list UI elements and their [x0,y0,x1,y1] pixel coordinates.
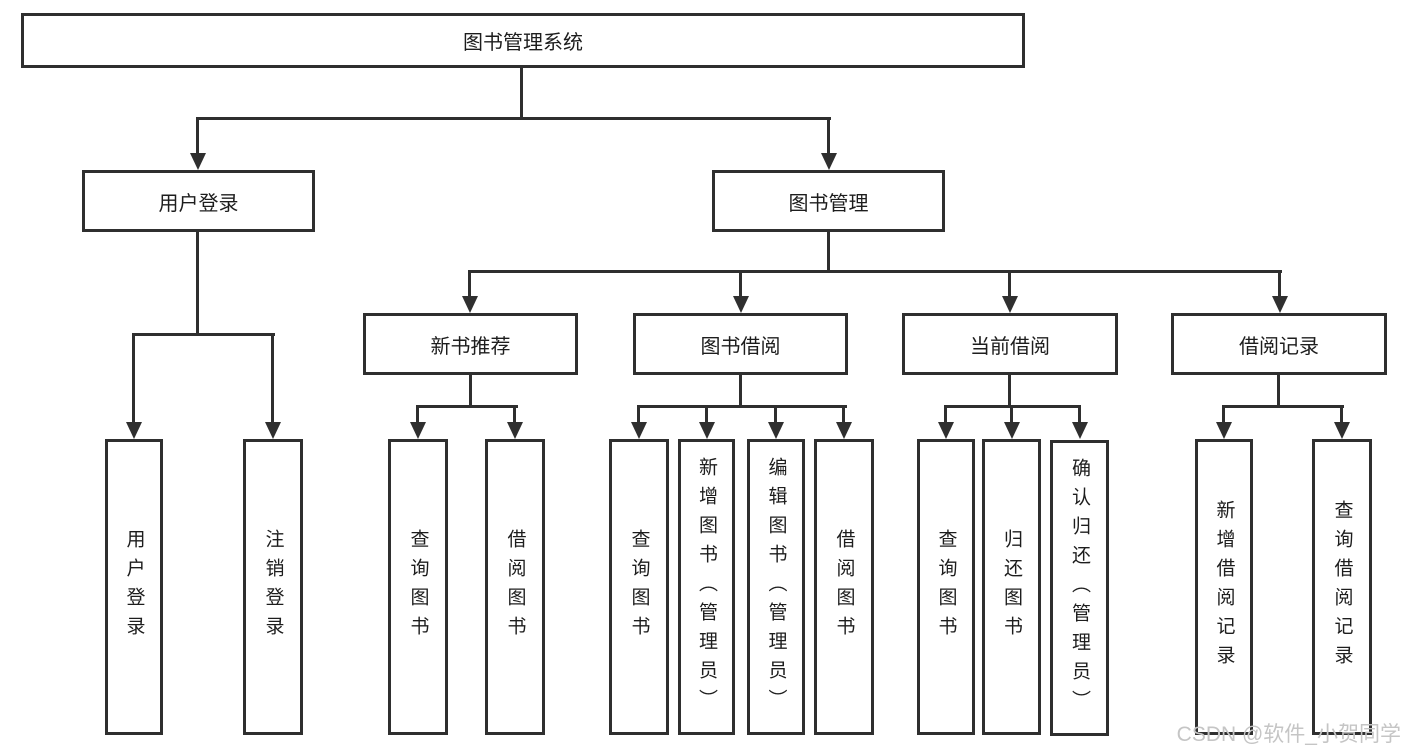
connector-vline [944,405,947,427]
node-label: 当前借阅 [970,335,1050,358]
csdn-watermark: CSDN @软件_小贺同学 [1176,723,1401,746]
arrow-down-icon [507,422,523,439]
arrow-down-icon [733,296,749,313]
leaf-label: 新增借阅记录 [1213,500,1235,674]
connector-vline [827,232,830,273]
arrow-down-icon [699,422,715,439]
leaf-borrow-books: 借阅图书 [814,439,874,735]
node-borrowing-records: 借阅记录 [1171,313,1387,375]
node-user-login: 用户登录 [82,170,315,232]
leaf-label: 注销登录 [262,529,284,645]
leaf-label: 新增图书（管理员） [696,456,717,718]
leaf-label: 借阅图书 [504,529,526,645]
arrow-down-icon [410,422,426,439]
leaf-borrow-books-recommend: 借阅图书 [485,439,545,735]
connector-vline [513,405,516,427]
arrow-down-icon [1272,296,1288,313]
node-label: 图书管理系统 [463,32,583,54]
node-label: 新书推荐 [430,335,511,358]
node-label: 借阅记录 [1239,335,1319,358]
arrow-down-icon [768,422,784,439]
node-label: 图书借阅 [700,335,781,358]
leaf-label: 查询图书 [935,529,957,645]
leaf-query-books-recommend: 查询图书 [388,439,448,735]
connector-hline [196,117,831,120]
leaf-label: 用户登录 [123,529,145,645]
connector-vline [1078,405,1081,427]
connector-hline [637,405,847,408]
arrow-down-icon [631,422,647,439]
node-library-management-system: 图书管理系统 [21,13,1025,68]
leaf-add-book-admin: 新增图书（管理员） [678,439,735,735]
leaf-user-login: 用户登录 [105,439,163,735]
arrow-down-icon [821,153,837,170]
connector-vline [1277,375,1280,408]
leaf-label: 查询借阅记录 [1331,500,1353,674]
leaf-label: 借阅图书 [833,529,855,645]
arrow-down-icon [1004,422,1020,439]
connector-hline [468,270,1282,273]
leaf-label: 归还图书 [1001,529,1022,645]
arrow-down-icon [265,422,281,439]
leaf-return-books: 归还图书 [982,439,1041,735]
connector-vline [1278,270,1281,300]
leaf-logout: 注销登录 [243,439,303,735]
connector-vline [468,270,471,300]
connector-vline [705,405,708,427]
leaf-label: 编辑图书（管理员） [765,456,787,718]
arrow-down-icon [462,296,478,313]
connector-vline [196,117,199,157]
connector-vline [1008,375,1011,408]
leaf-label: 查询图书 [407,529,429,645]
connector-vline [271,333,274,426]
connector-vline [637,405,640,427]
arrow-down-icon [836,422,852,439]
connector-vline [1340,405,1343,427]
connector-vline [1222,405,1225,427]
arrow-down-icon [126,422,142,439]
connector-vline [827,117,830,157]
connector-hline [416,405,518,408]
arrow-down-icon [1334,422,1350,439]
leaf-query-borrow-record: 查询借阅记录 [1312,439,1372,735]
connector-hline [132,333,275,336]
connector-vline [739,270,742,300]
connector-vline [132,333,135,426]
arrow-down-icon [1216,422,1232,439]
connector-vline [1010,405,1013,427]
leaf-label: 确认归还（管理员） [1069,457,1090,719]
arrow-down-icon [190,153,206,170]
node-current-borrowing: 当前借阅 [902,313,1118,375]
leaf-add-borrow-record: 新增借阅记录 [1195,439,1253,735]
arrow-down-icon [1072,422,1088,439]
node-book-borrowing: 图书借阅 [633,313,848,375]
connector-vline [196,232,199,335]
connector-vline [842,405,845,427]
connector-vline [774,405,777,427]
node-label: 用户登录 [158,192,239,215]
node-book-management: 图书管理 [712,170,945,232]
leaf-confirm-return-admin: 确认归还（管理员） [1050,440,1109,736]
arrow-down-icon [938,422,954,439]
connector-vline [520,68,523,119]
node-new-book-recommendation: 新书推荐 [363,313,578,375]
connector-vline [416,405,419,427]
connector-vline [1008,270,1011,300]
leaf-edit-book-admin: 编辑图书（管理员） [747,439,805,735]
connector-vline [469,375,472,408]
leaf-label: 查询图书 [628,529,650,645]
connector-vline [739,375,742,408]
leaf-query-books-borrowing: 查询图书 [609,439,669,735]
leaf-query-books-current: 查询图书 [917,439,975,735]
node-label: 图书管理 [788,192,869,215]
arrow-down-icon [1002,296,1018,313]
connector-hline [1222,405,1344,408]
